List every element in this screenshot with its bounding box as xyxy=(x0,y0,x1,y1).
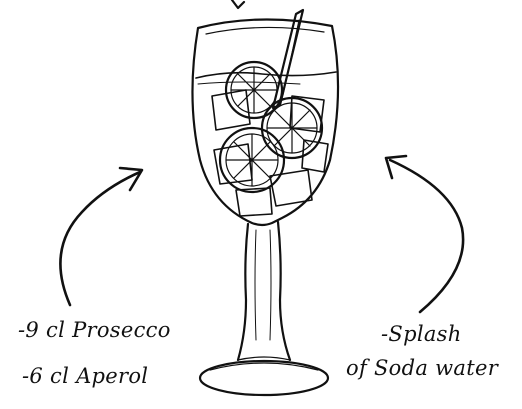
ingredient-soda-water: of Soda water xyxy=(346,356,498,380)
right-curved-arrow-icon xyxy=(386,156,463,312)
left-curved-arrow-icon xyxy=(60,168,142,305)
ingredient-splash: -Splash xyxy=(381,322,462,346)
top-arrow-tip-icon xyxy=(232,0,244,8)
straw-icon xyxy=(273,10,303,108)
ingredient-prosecco: -9 cl Prosecco xyxy=(18,318,171,342)
ingredient-aperol: -6 cl Aperol xyxy=(22,364,148,388)
wine-glass-icon xyxy=(192,19,338,395)
